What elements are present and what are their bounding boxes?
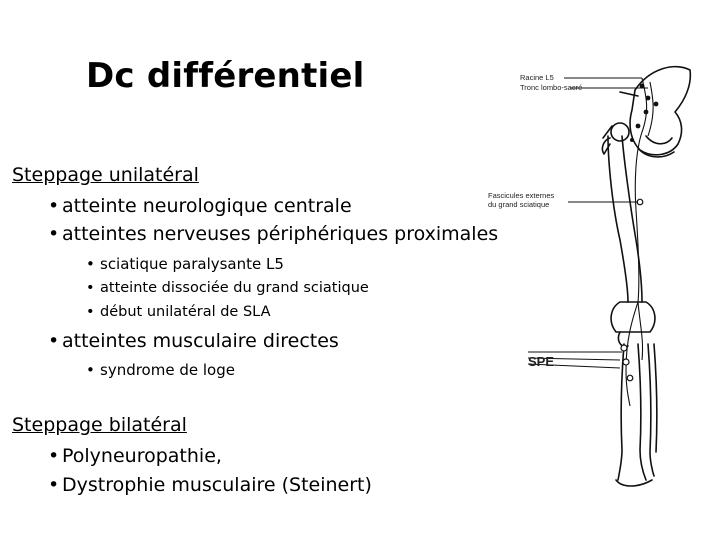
sub-list-item: • sciatique paralysante L5 bbox=[86, 255, 284, 273]
sub-list-item: • syndrome de loge bbox=[86, 361, 235, 379]
section-heading-unilateral: Steppage unilatéral bbox=[12, 164, 199, 186]
list-item: •atteintes musculaire directes bbox=[48, 330, 339, 352]
figure-label-racine: Racine L5 bbox=[520, 73, 554, 82]
figure-label-fascicules-2: du grand sciatique bbox=[488, 200, 549, 209]
leg-anatomy-figure: Racine L5 Tronc lombo-sacré Fascicules e… bbox=[488, 65, 692, 487]
bullet: • bbox=[48, 223, 60, 245]
figure-label-spe: SPE bbox=[528, 354, 554, 369]
list-item-text: atteinte neurologique centrale bbox=[62, 195, 352, 217]
sub-list-item-text: début unilatéral de SLA bbox=[100, 304, 271, 320]
bullet: • bbox=[48, 195, 60, 217]
bullet: • bbox=[48, 330, 60, 352]
list-item-text: Dystrophie musculaire (Steinert) bbox=[62, 474, 372, 496]
sub-list-item-text: syndrome de loge bbox=[100, 361, 235, 379]
bullet: • bbox=[86, 304, 95, 320]
bullet: • bbox=[86, 255, 95, 273]
list-item: •atteinte neurologique centrale bbox=[48, 195, 352, 217]
figure-label-tronc: Tronc lombo-sacré bbox=[520, 83, 582, 92]
bullet: • bbox=[86, 361, 95, 379]
list-item-text: Polyneuropathie, bbox=[62, 445, 222, 467]
list-item: •Polyneuropathie, bbox=[48, 445, 222, 467]
sub-list-item-text: sciatique paralysante L5 bbox=[100, 255, 284, 273]
sub-list-item-text: atteinte dissociée du grand sciatique bbox=[100, 280, 369, 296]
list-item-text: atteintes musculaire directes bbox=[62, 330, 339, 352]
section-heading-bilateral: Steppage bilatéral bbox=[12, 414, 187, 436]
sub-list-item: • début unilatéral de SLA bbox=[86, 304, 271, 320]
bullet: • bbox=[48, 474, 60, 496]
bullet: • bbox=[86, 280, 95, 296]
list-item: •atteintes nerveuses périphériques proxi… bbox=[48, 223, 498, 245]
sub-list-item: • atteinte dissociée du grand sciatique bbox=[86, 280, 369, 296]
bullet: • bbox=[48, 445, 60, 467]
slide-title: Dc différentiel bbox=[86, 56, 365, 96]
figure-label-fascicules-1: Fascicules externes bbox=[488, 191, 555, 200]
list-item-text: atteintes nerveuses périphériques proxim… bbox=[62, 223, 499, 245]
list-item: •Dystrophie musculaire (Steinert) bbox=[48, 474, 372, 496]
